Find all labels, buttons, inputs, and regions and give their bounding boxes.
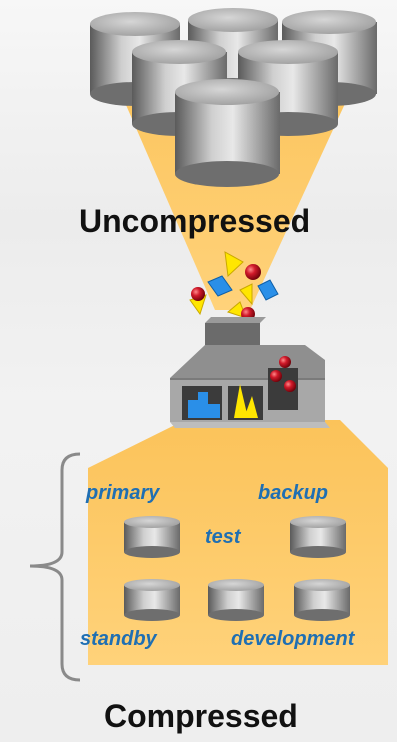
- label-primary: primary: [86, 482, 160, 504]
- yellow-pyramid-icon: [239, 283, 253, 306]
- label-standby: standby: [80, 628, 157, 650]
- compressor-icon: [170, 317, 330, 428]
- compressed-title: Compressed: [104, 698, 298, 734]
- label-test: test: [205, 526, 241, 548]
- database-cylinder-icon: [290, 516, 346, 558]
- database-cylinder-icon: [208, 579, 264, 621]
- uncompressed-title: Uncompressed: [79, 203, 311, 239]
- red-sphere-icon: [191, 287, 205, 301]
- compressed-databases: [124, 516, 350, 621]
- label-development: development: [231, 628, 355, 650]
- database-cylinder-icon: [124, 516, 180, 558]
- blue-cube-icon: [207, 275, 233, 297]
- yellow-pyramid-icon: [224, 251, 244, 278]
- label-backup: backup: [258, 482, 329, 504]
- database-cylinder-icon: [294, 579, 350, 621]
- database-cylinder-icon: [124, 579, 180, 621]
- uncompressed-databases: [90, 8, 377, 187]
- curly-brace: [29, 452, 81, 682]
- red-sphere-icon: [245, 264, 261, 280]
- database-cylinder-icon: [175, 79, 280, 187]
- blue-cube-icon: [257, 279, 279, 301]
